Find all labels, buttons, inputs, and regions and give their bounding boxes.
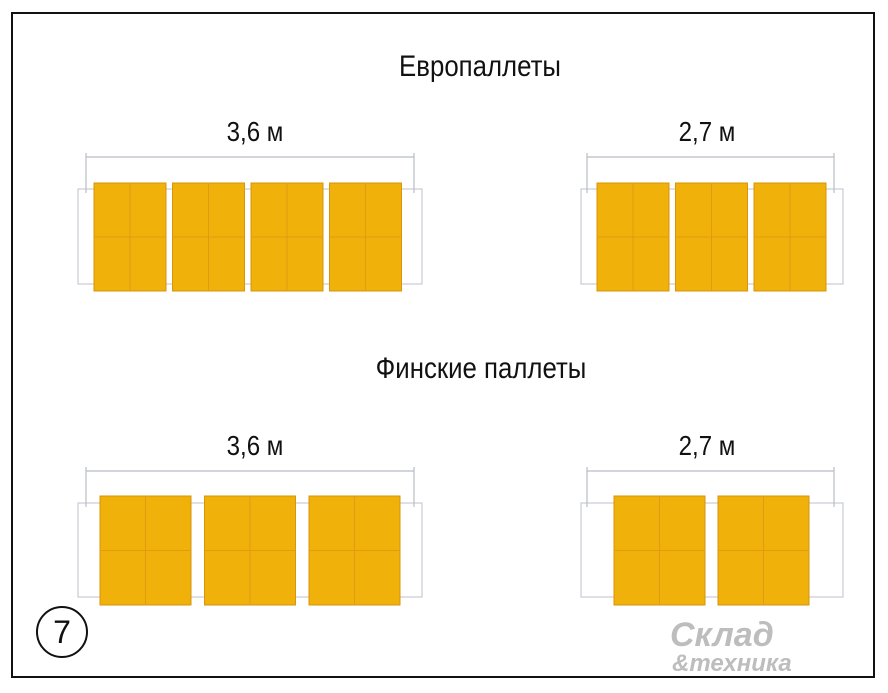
logo-line-1: Склад xyxy=(670,616,774,654)
truck-outline-finnish-short xyxy=(580,502,844,598)
dimension-label-finnish-short: 2,7 м xyxy=(678,430,736,461)
figure-number-badge: 7 xyxy=(36,606,88,658)
logo-line-2: &техника xyxy=(672,650,792,677)
section-title-finnish: Финские паллеты xyxy=(375,352,587,385)
truck-outline-euro-long xyxy=(77,188,423,285)
section-title-euro: Европаллеты xyxy=(399,50,561,83)
dimension-label-finnish-long: 3,6 м xyxy=(226,430,284,461)
dimension-label-euro-short: 2,7 м xyxy=(678,116,736,147)
dimension-label-euro-long: 3,6 м xyxy=(226,116,284,147)
publisher-logo: Склад &техника xyxy=(666,616,872,678)
